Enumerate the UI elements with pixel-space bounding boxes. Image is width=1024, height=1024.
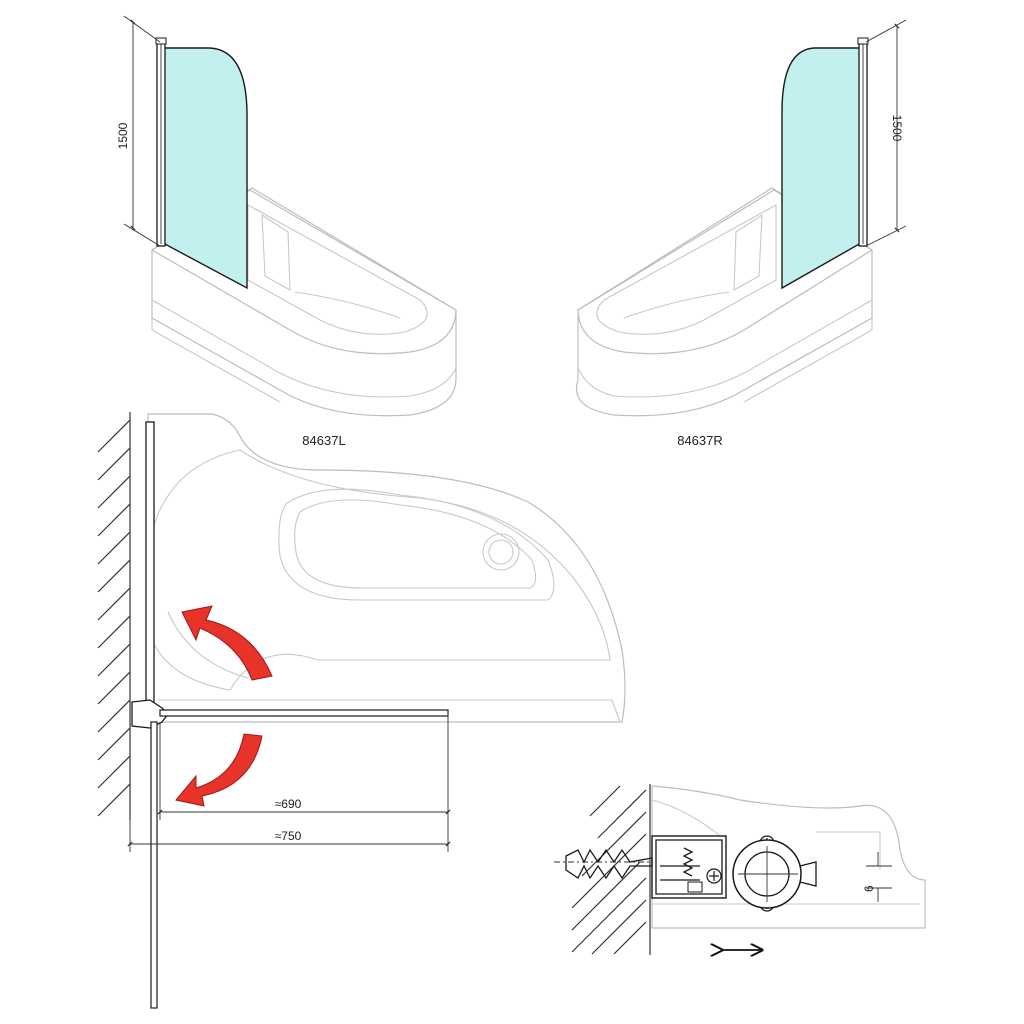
bathtub-plan-basin (151, 449, 611, 691)
model-label-right: 84637R (677, 433, 723, 448)
dimension-inner-width: ≈690 (275, 797, 302, 811)
wall-anchor (565, 848, 653, 880)
rotate-arrow-outward (175, 733, 263, 807)
mounting-detail: 6 (554, 784, 926, 955)
rotate-arrow-inward (181, 605, 273, 681)
view-left-isometric: 1500 84637L (116, 15, 457, 448)
glass-panel-right (781, 47, 862, 290)
screen-swung-out (150, 721, 158, 1009)
hinge-plan (131, 699, 169, 729)
screen-closed-position (145, 421, 155, 709)
bathtub-plan-outline (147, 413, 626, 723)
model-label-left: 84637L (302, 433, 345, 448)
wall-hatching (97, 412, 131, 820)
height-dimension-left: 1500 (116, 122, 130, 149)
screen-open-position (159, 709, 449, 717)
height-dimension-right: 1500 (890, 115, 904, 142)
screw-icon (706, 868, 722, 884)
dimension-outer-width: ≈750 (275, 829, 302, 843)
bathtub-right-basin (596, 204, 777, 335)
plan-view: ≈690 ≈750 (97, 412, 626, 1009)
glass-panel-left (162, 47, 248, 290)
view-right-isometric: 1500 84637R (576, 19, 907, 448)
spring-icon (682, 847, 694, 877)
bathtub-left-basin (247, 204, 428, 335)
dimension-offset: 6 (862, 885, 876, 892)
drain-plan (482, 533, 520, 571)
